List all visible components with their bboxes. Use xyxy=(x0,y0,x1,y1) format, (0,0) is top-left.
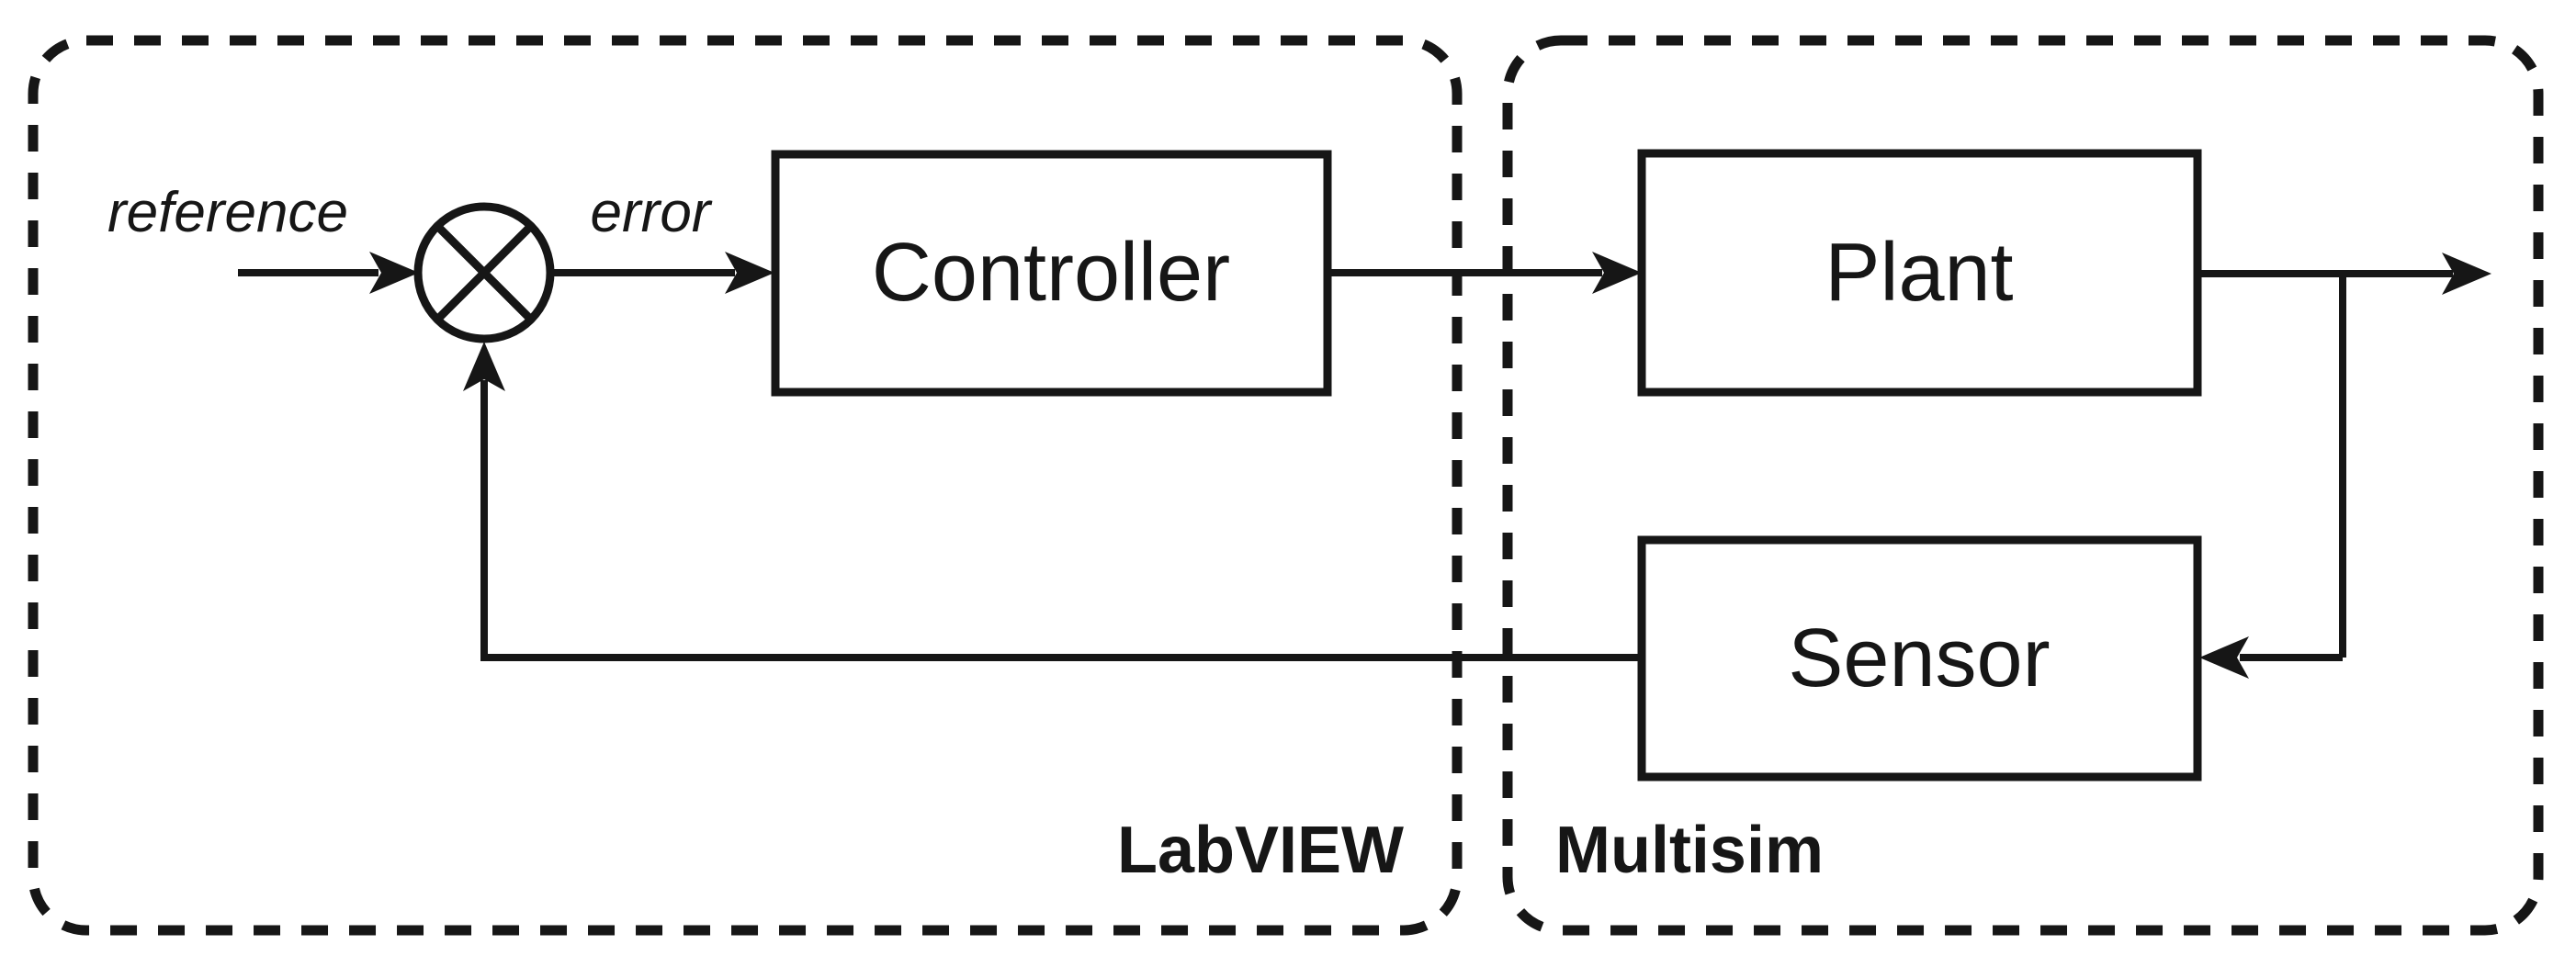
controller-to-plant-arrow xyxy=(1328,252,1642,294)
reference-input-arrow: reference xyxy=(107,181,419,294)
controller-to-plant-arrowhead-icon xyxy=(1592,252,1642,294)
plant-box xyxy=(1637,149,2202,397)
feedback-arrowhead-icon xyxy=(463,342,505,391)
sensor-block-label: Sensor xyxy=(1788,613,2050,704)
error-arrow: error xyxy=(550,181,774,294)
branch-to-sensor-arrow xyxy=(2199,636,2343,679)
plant-output-arrow xyxy=(2198,253,2491,658)
sensor-box xyxy=(1637,535,2202,781)
branch-to-sensor-arrowhead-icon xyxy=(2199,636,2249,679)
labview-region: LabVIEW xyxy=(28,35,1463,936)
labview-region-label: LabVIEW xyxy=(1117,814,1404,887)
summing-junction xyxy=(413,202,555,343)
error-arrowhead-icon xyxy=(725,252,774,294)
summing-junction-cross-icon xyxy=(434,222,535,323)
feedback-arrow xyxy=(463,342,1642,661)
controller-block-label: Controller xyxy=(872,227,1230,319)
reference-signal-label: reference xyxy=(107,181,348,244)
plant-block-label: Plant xyxy=(1825,227,2013,319)
error-signal-label: error xyxy=(591,181,713,244)
plant-block: Plant xyxy=(1637,149,2202,397)
multisim-region-label: Multisim xyxy=(1555,814,1824,887)
multisim-region-border xyxy=(1502,35,2544,936)
plant-output-arrowhead-icon xyxy=(2442,253,2491,295)
feedback-line xyxy=(480,380,1642,661)
multisim-region: Multisim xyxy=(1502,35,2544,936)
reference-arrowhead-icon xyxy=(369,252,419,294)
controller-block: Controller xyxy=(771,150,1332,397)
sensor-block: Sensor xyxy=(1637,535,2202,781)
labview-region-border xyxy=(28,35,1463,936)
